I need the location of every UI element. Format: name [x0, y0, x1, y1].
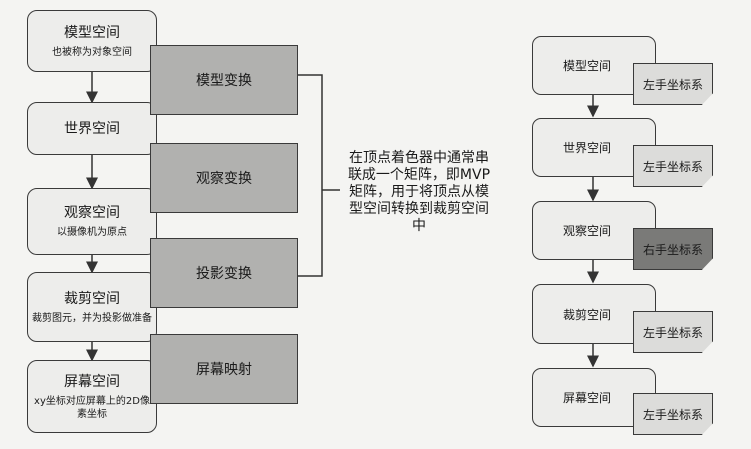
stage-subtitle: xy坐标对应屏幕上的2D像素坐标	[34, 395, 150, 420]
stage-title: 世界空间	[64, 120, 120, 137]
mvp-note: 在顶点着色器中通常串联成一个矩阵，即MVP矩阵，用于将顶点从模型空间转换到裁剪空…	[347, 150, 491, 234]
stage-model-space: 模型空间 也被称为对象空间	[27, 10, 157, 72]
stage-world-space: 世界空间	[27, 102, 157, 155]
stage-title: 裁剪空间	[64, 290, 120, 307]
coord-tag-clip: 左手坐标系	[633, 311, 713, 353]
transform-view: 观察变换	[150, 143, 298, 213]
coord-tag-world: 左手坐标系	[633, 145, 713, 187]
stage-view-space: 观察空间 以摄像机为原点	[27, 188, 157, 255]
right-stage-title: 观察空间	[563, 224, 612, 238]
mvp-bracket	[298, 74, 323, 277]
transform-screen-mapping: 屏幕映射	[150, 334, 298, 404]
stage-subtitle: 也被称为对象空间	[52, 46, 132, 58]
right-stage-title: 裁剪空间	[563, 307, 612, 322]
stage-title: 屏幕空间	[64, 373, 120, 390]
stage-title: 观察空间	[64, 205, 120, 221]
right-stage-title: 模型空间	[563, 59, 612, 73]
stage-clip-space: 裁剪空间 裁剪图元，并为投影做准备	[27, 272, 157, 342]
stage-subtitle: 裁剪图元，并为投影做准备	[32, 312, 152, 324]
right-stage-title: 世界空间	[563, 141, 612, 155]
stage-screen-space: 屏幕空间 xy坐标对应屏幕上的2D像素坐标	[27, 360, 157, 433]
coord-tag-view-right-handed: 右手坐标系	[633, 228, 713, 270]
coord-tag-model: 左手坐标系	[633, 63, 713, 105]
coord-tag-screen: 左手坐标系	[633, 393, 713, 435]
stage-subtitle: 以摄像机为原点	[57, 227, 127, 238]
transform-projection: 投影变换	[150, 238, 298, 308]
right-stage-title: 屏幕空间	[563, 391, 612, 405]
stage-title: 模型空间	[64, 24, 120, 41]
transform-model: 模型变换	[150, 45, 298, 115]
